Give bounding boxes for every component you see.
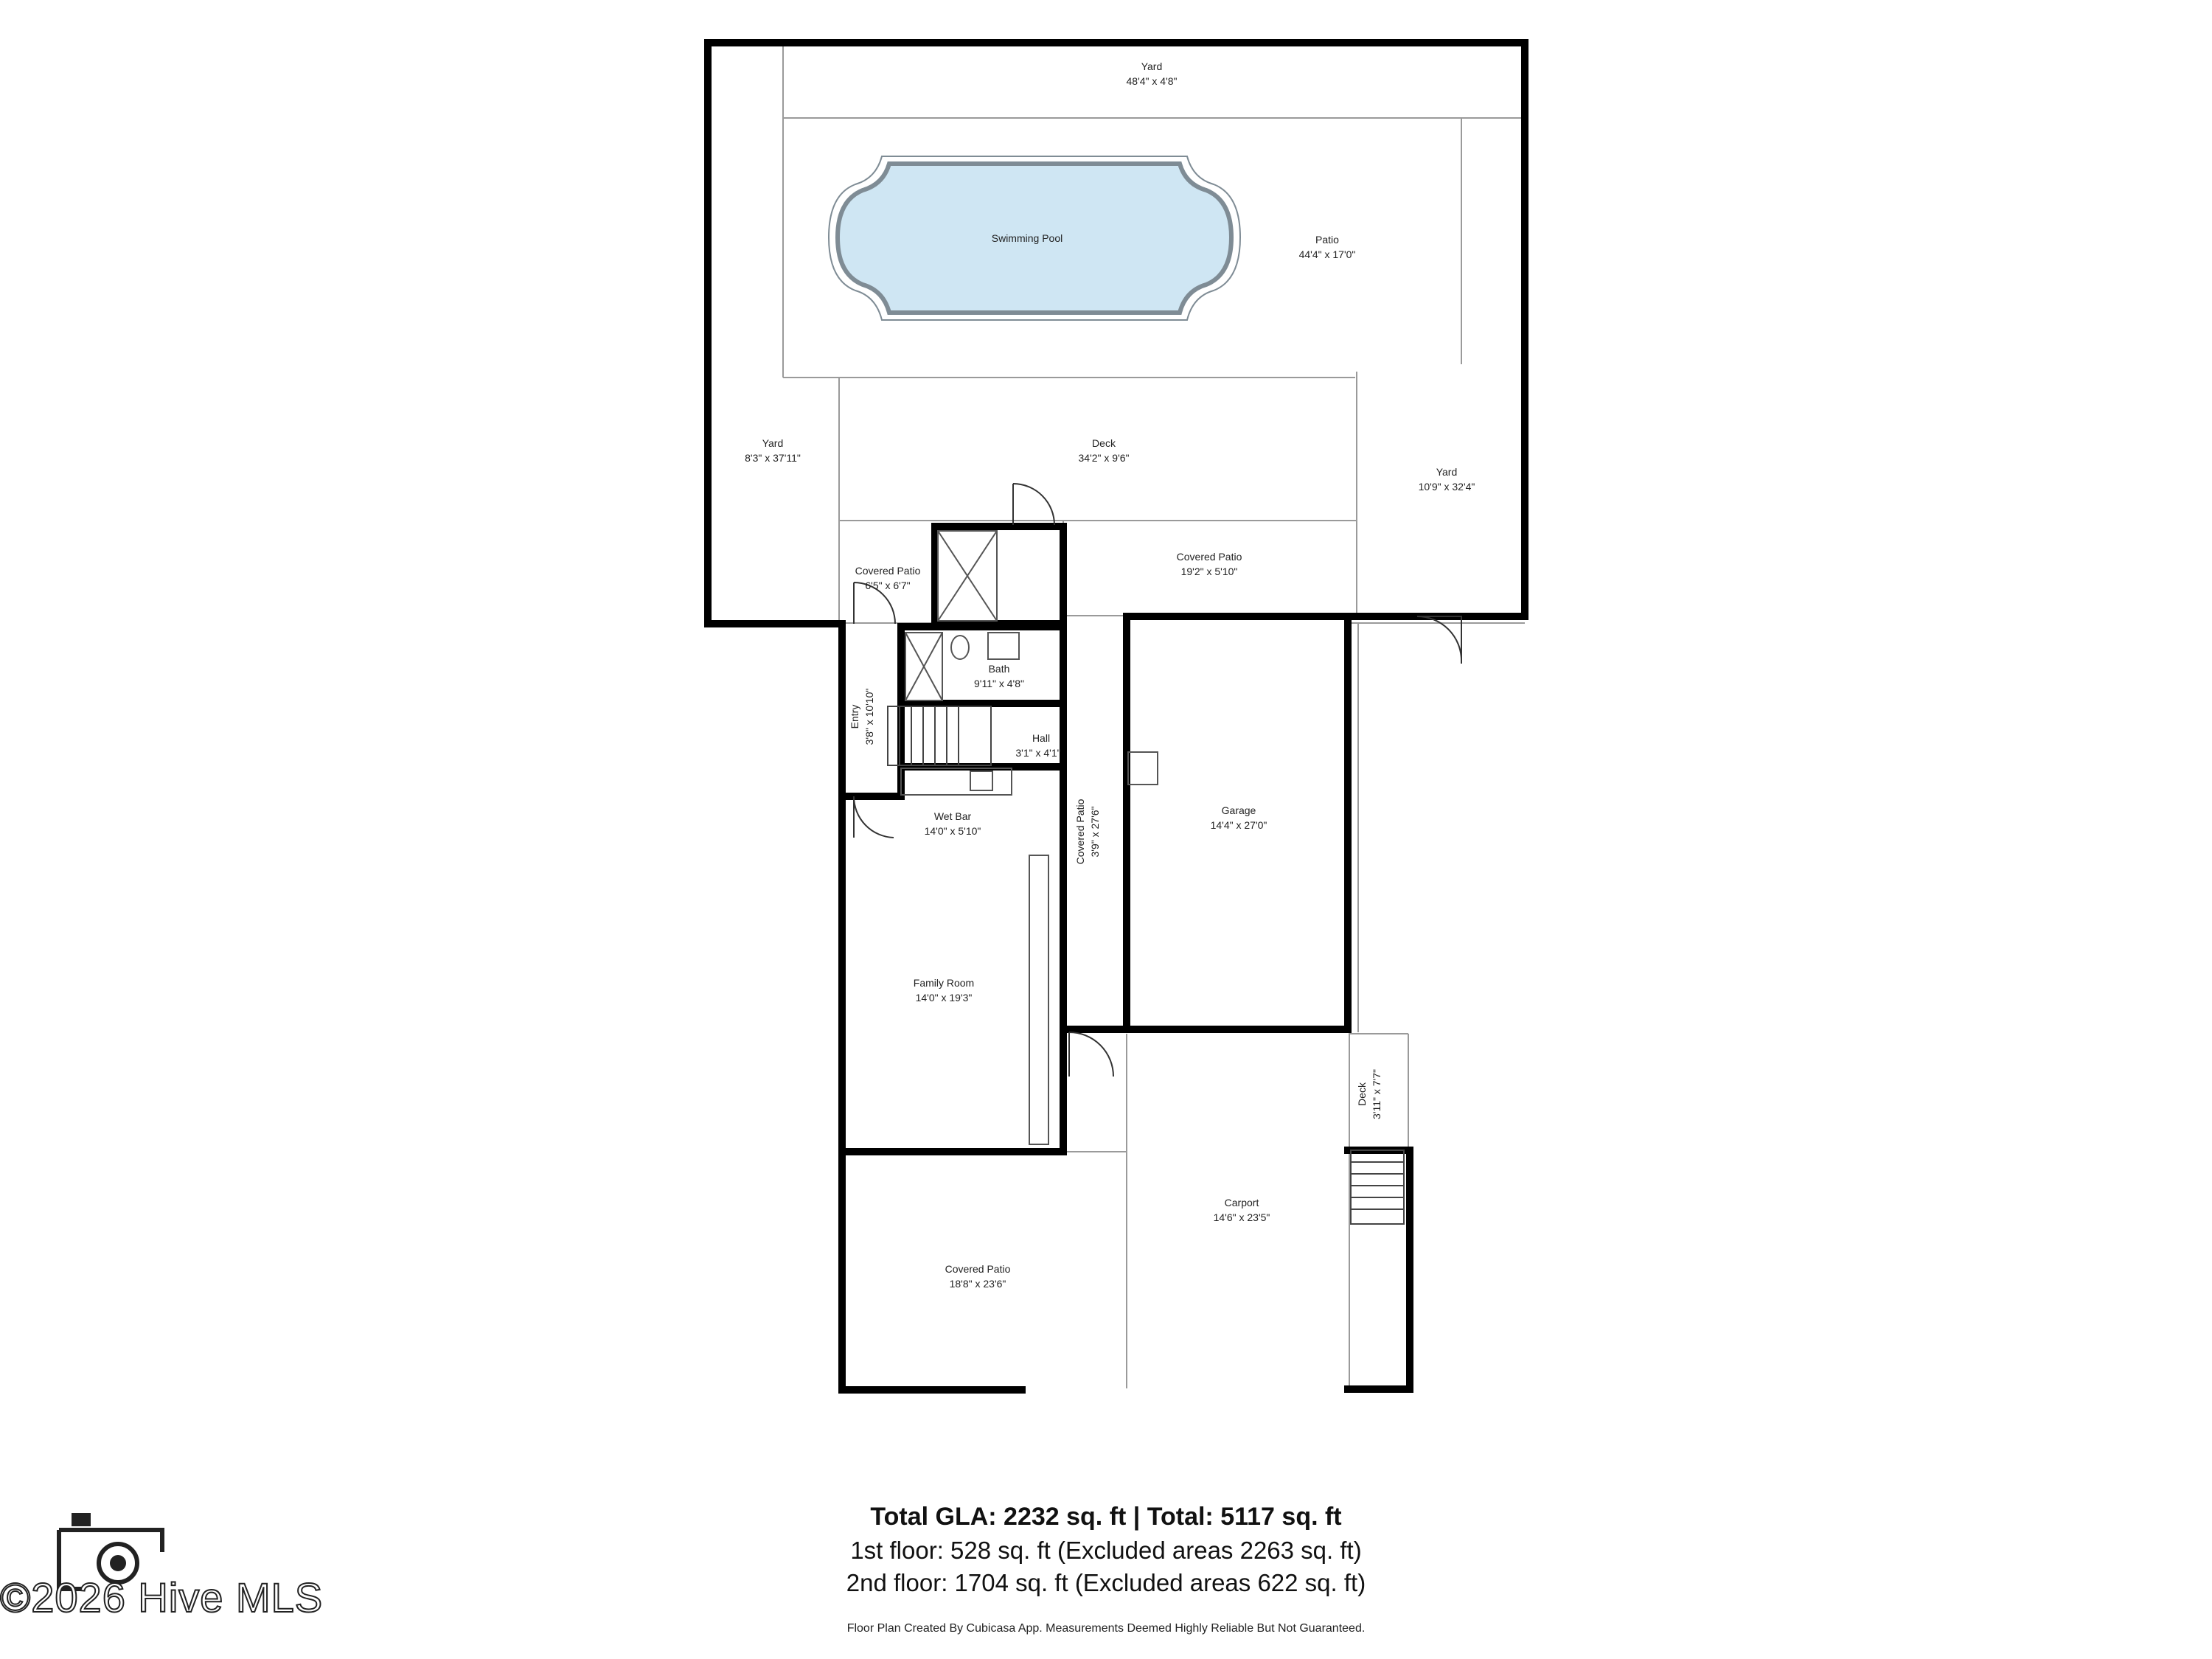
fixtures	[900, 530, 1158, 1145]
room-name: Deck	[1356, 1082, 1368, 1106]
room-size: 9'11" x 4'8"	[974, 678, 1024, 689]
room-name: Carport	[1225, 1197, 1259, 1208]
swimming-pool	[835, 161, 1234, 315]
room-labels: Yard 48'4" x 4'8" Swimming Pool Patio 44…	[745, 60, 1475, 1290]
hive-mls-logo-icon	[57, 1513, 164, 1591]
room-name: Covered Patio	[945, 1263, 1011, 1275]
disclaimer: Floor Plan Created By Cubicasa App. Meas…	[846, 1622, 1366, 1635]
doors	[853, 483, 1462, 1077]
room-size: 8'3" x 37'11"	[745, 452, 801, 464]
room-name: Garage	[1222, 804, 1256, 816]
room-size: 3'8" x 10'10"	[863, 689, 875, 745]
room-size: 44'4" x 17'0"	[1299, 248, 1356, 260]
room-name: Bath	[989, 663, 1010, 675]
room-size: 14'0" x 5'10"	[925, 825, 981, 837]
room-size: 10'9" x 32'4"	[1419, 481, 1475, 493]
room-name: Hall	[1032, 732, 1050, 744]
room-name: Covered Patio	[1074, 799, 1086, 864]
room-name: Entry	[849, 705, 860, 729]
room-size: 14'6" x 23'5"	[1214, 1211, 1270, 1223]
room-name: Yard	[762, 437, 784, 449]
room-size: 14'0" x 19'3"	[916, 992, 973, 1004]
first-floor-summary: 1st floor: 528 sq. ft (Excluded areas 22…	[850, 1537, 1362, 1564]
room-name: Wet Bar	[934, 810, 972, 822]
room-name: Patio	[1315, 234, 1339, 246]
room-name: Swimming Pool	[992, 232, 1062, 244]
room-size: 48'4" x 4'8"	[1127, 75, 1178, 87]
room-size: 6'5" x 6'7"	[865, 580, 910, 591]
second-floor-summary: 2nd floor: 1704 sq. ft (Excluded areas 6…	[846, 1569, 1366, 1596]
total-area-summary: Total GLA: 2232 sq. ft | Total: 5117 sq.…	[870, 1503, 1342, 1531]
watermark-text: ©2026 Hive MLS	[0, 1573, 324, 1621]
pool-coping	[827, 156, 1242, 321]
room-name: Covered Patio	[1177, 551, 1242, 563]
room-size: 3'1" x 4'1"	[1015, 747, 1060, 759]
room-size: 18'8" x 23'6"	[950, 1278, 1006, 1290]
room-name: Family Room	[914, 977, 974, 989]
room-size: 34'2" x 9'6"	[1079, 452, 1130, 464]
room-size: 3'11" x 7'7"	[1371, 1069, 1382, 1119]
room-name: Deck	[1092, 437, 1116, 449]
room-size: 3'9" x 27'6"	[1089, 806, 1101, 857]
room-size: 19'2" x 5'10"	[1181, 566, 1238, 577]
room-name: Yard	[1436, 466, 1458, 478]
room-size: 14'4" x 27'0"	[1211, 819, 1267, 831]
walls	[704, 39, 1528, 1394]
stairs	[887, 706, 1405, 1225]
room-name: Yard	[1141, 60, 1163, 72]
room-name: Covered Patio	[855, 565, 921, 577]
